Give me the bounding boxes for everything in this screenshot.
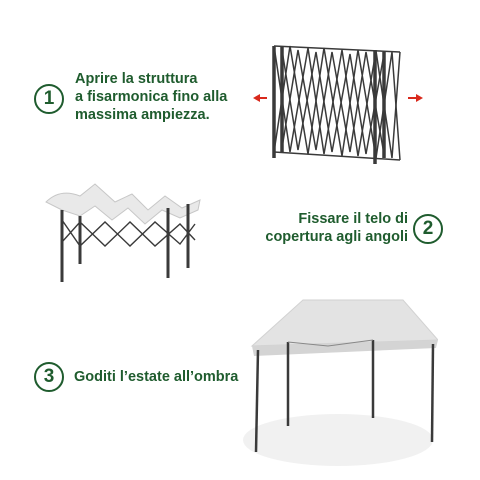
canopy-roof <box>250 299 438 347</box>
accordion-frame <box>273 45 401 161</box>
frame-legs <box>60 204 190 282</box>
step-1-text: Aprire la struttura a fisarmonica fino a… <box>75 70 227 124</box>
open-gazebo-illustration <box>243 299 438 466</box>
step-1-line-2: a fisarmonica fino alla <box>75 89 228 105</box>
inner-truss <box>287 339 374 347</box>
folded-frame-illustration <box>253 45 423 164</box>
step-2-text: Fissare il telo di copertura agli angoli <box>265 210 408 246</box>
step-3-number: 3 <box>34 362 64 392</box>
step-3-text: Goditi l’estate all’ombra <box>74 368 238 386</box>
frame-trusses <box>61 219 196 248</box>
step-2-number: 2 <box>413 214 443 244</box>
step-2-line-1: Fissare il telo di <box>298 211 408 227</box>
canopy-fabric <box>45 183 201 225</box>
canopy-valance <box>252 340 438 356</box>
frame-legs <box>272 46 386 164</box>
expand-right-arrow-icon <box>408 94 423 102</box>
step-1-line-1: Aprire la struttura <box>75 71 198 87</box>
frame-with-canopy-illustration <box>45 183 201 282</box>
gazebo-legs <box>254 340 435 453</box>
step-3-line-1: Goditi l’estate all’ombra <box>74 369 239 385</box>
step-2-line-2: copertura agli angoli <box>265 229 408 245</box>
step-1-line-3: massima ampiezza. <box>75 107 210 123</box>
step-1-number: 1 <box>34 84 64 114</box>
ground-shadow <box>243 414 433 466</box>
expand-left-arrow-icon <box>253 94 267 102</box>
